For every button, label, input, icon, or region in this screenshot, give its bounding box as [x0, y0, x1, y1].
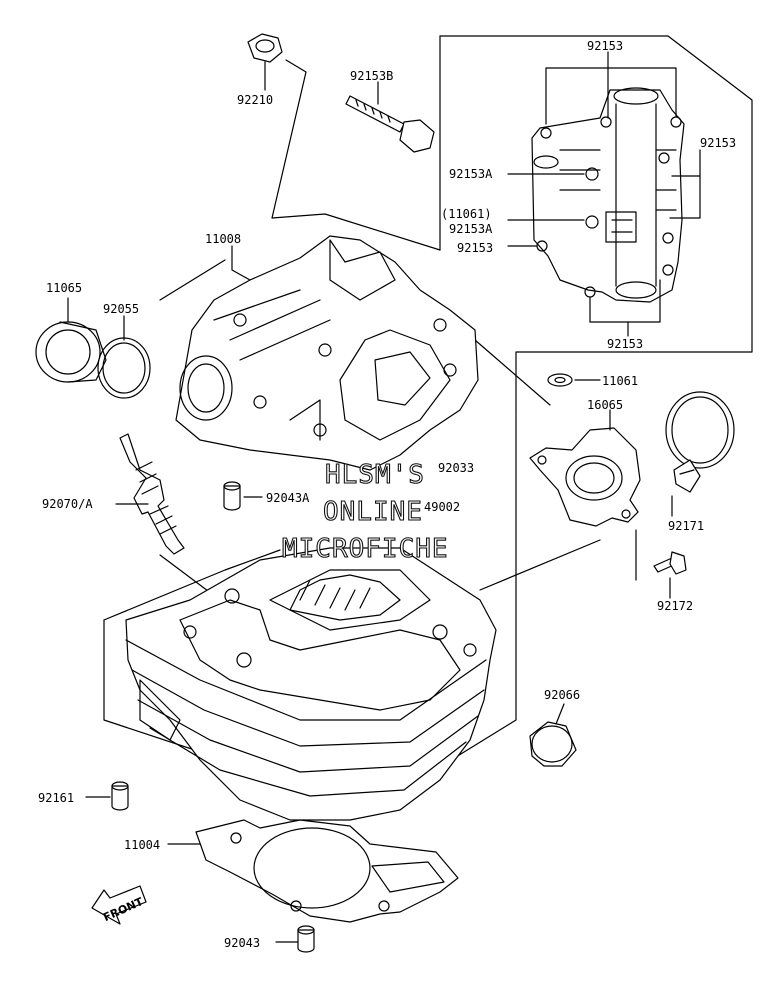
- label-92171: 92171: [668, 519, 704, 533]
- label-11008: 11008: [205, 232, 241, 246]
- label-92070a: 92070/A: [42, 497, 93, 511]
- watermark-line-1: HLSM'S: [325, 460, 425, 490]
- label-92043a: 92043A: [266, 491, 310, 505]
- head-cover-guide-line: [159, 259, 226, 301]
- watermark-line-2: ONLINE: [323, 497, 423, 527]
- label-49002: 49002: [424, 500, 460, 514]
- spark-plug: [119, 433, 185, 555]
- label-16065: 16065: [587, 398, 623, 412]
- label-92161: 92161: [38, 791, 74, 805]
- camshaft-cap: [531, 87, 685, 303]
- intake-guide-line-2: [479, 539, 601, 591]
- label-11061-paren: (11061): [441, 207, 492, 221]
- part-labels: 92210 92153B 92153 92153 92153A (11061) …: [38, 39, 736, 950]
- front-arrow-icon: [91, 885, 147, 925]
- cap-92066: [529, 721, 577, 767]
- watermark-line-3: MICROFICHE: [282, 534, 449, 564]
- intake-guide-line: [474, 339, 551, 406]
- label-92153-left: 92153: [457, 241, 493, 255]
- head-cover-callout-frame: [271, 59, 441, 251]
- intake-manifold: [529, 427, 641, 527]
- bolt-92172: [653, 551, 687, 575]
- dowel-92161: [111, 781, 129, 811]
- label-92172: 92172: [657, 599, 693, 613]
- head-gasket: [195, 819, 459, 923]
- cylinder-head-cover: [175, 235, 479, 471]
- cap-nut-92210: [247, 33, 283, 63]
- lower-frame: [103, 549, 281, 621]
- label-11065: 11065: [46, 281, 82, 295]
- label-92153a-1: 92153A: [449, 167, 493, 181]
- label-92153-top: 92153: [587, 39, 623, 53]
- clamp-92171: [665, 391, 735, 493]
- o-ring-92055: [97, 337, 151, 399]
- label-92153a-2: 92153A: [449, 222, 493, 236]
- label-92066: 92066: [544, 688, 580, 702]
- plug-11065: [35, 321, 107, 383]
- label-92055: 92055: [103, 302, 139, 316]
- bolt-92153b: [345, 95, 435, 153]
- label-11061: 11061: [602, 374, 638, 388]
- cylinder-head: [125, 547, 497, 821]
- label-92210: 92210: [237, 93, 273, 107]
- label-92153-right: 92153: [700, 136, 736, 150]
- washer-11061: [547, 373, 573, 387]
- watermark: HLSM'S ONLINE MICROFICHE: [281, 459, 449, 564]
- label-92153b: 92153B: [350, 69, 393, 83]
- label-92043: 92043: [224, 936, 260, 950]
- label-92153-bottom: 92153: [607, 337, 643, 351]
- label-11004: 11004: [124, 838, 160, 852]
- dowel-92043: [297, 925, 315, 953]
- dowel-92043a: [223, 481, 241, 511]
- label-92033: 92033: [438, 461, 474, 475]
- camshaft-cap-callout-frame: [439, 35, 753, 411]
